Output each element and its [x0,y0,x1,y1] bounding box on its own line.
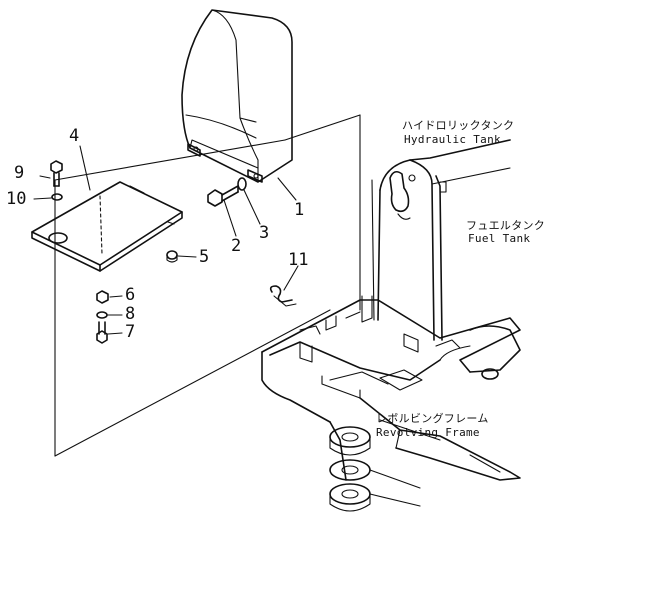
callout-6: 6 [125,285,136,305]
hydraulic-tank-label-jp: ハイドロリックタンク [402,119,515,132]
explosion-boundary-lines [54,114,361,457]
callout-10: 10 [6,189,27,209]
callout-11: 11 [288,250,309,270]
bolt-part-9 [50,160,63,187]
bolt-part-7 [96,321,108,344]
bolt-part-2 [207,185,239,207]
callout-2: 2 [231,236,242,256]
revolving-frame-label-jp: レボルビングフレーム [376,412,489,425]
callout-5: 5 [199,247,210,267]
hydraulic-tank-label-en: Hydraulic Tank [404,133,501,146]
washer-part-8 [96,311,108,319]
callout-9: 9 [14,163,25,183]
fuel-tank-label-jp: フュエルタンク [466,219,546,232]
clip-part-11 [269,285,297,307]
callout-8: 8 [125,304,136,324]
nut-part-6 [96,290,109,304]
fuel-tank-label-en: Fuel Tank [468,232,531,245]
callout-3: 3 [259,223,270,243]
callout-4: 4 [69,126,80,146]
leader-lines [33,145,299,335]
nut-part-5 [166,250,178,263]
revolving-frame [261,295,521,512]
hydraulic-fuel-tank [371,139,511,341]
washer-part-3 [237,177,247,191]
panel-plate-part-4 [31,181,183,272]
seat-back-part-1 [181,9,293,183]
washer-part-10 [51,193,63,201]
callout-7: 7 [125,322,136,342]
callout-1: 1 [294,200,305,220]
revolving-frame-label-en: Revolving Frame [376,426,480,439]
